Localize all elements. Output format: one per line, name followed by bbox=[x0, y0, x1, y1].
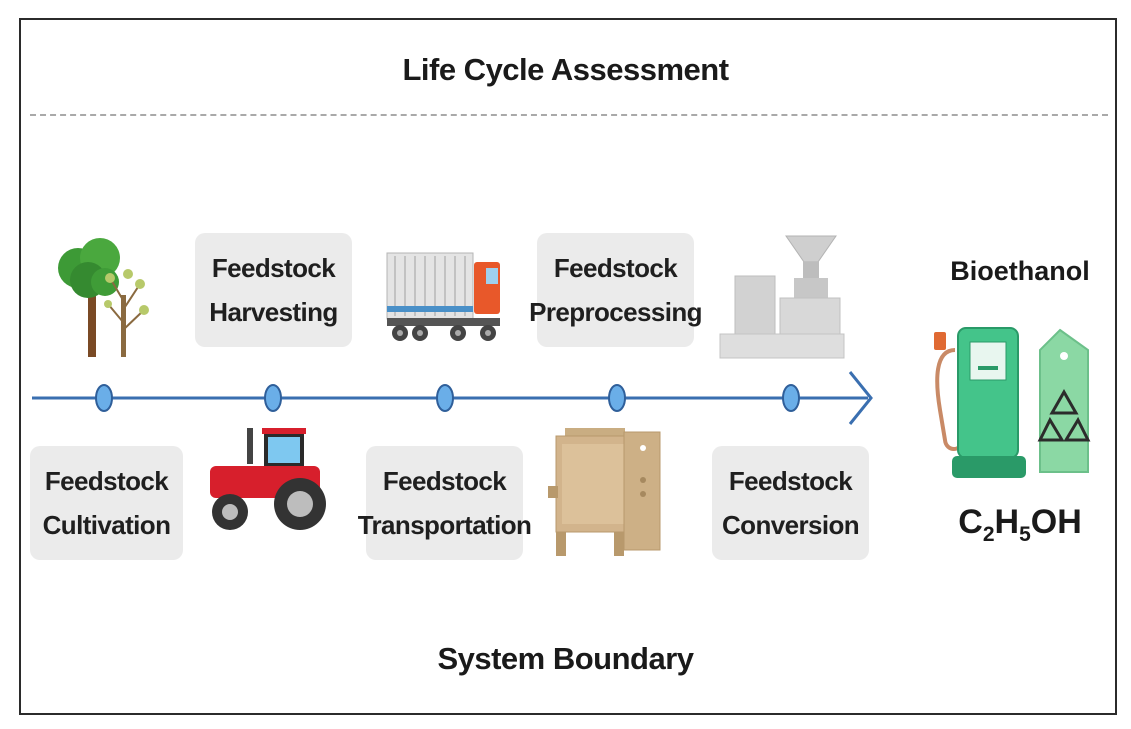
tree-icon bbox=[58, 238, 149, 357]
timeline bbox=[32, 371, 873, 425]
stage-feedstock-cultivation: Feedstock Cultivation bbox=[30, 446, 183, 560]
stage-label: Feedstock bbox=[211, 253, 336, 283]
stage-label: Feedstock bbox=[728, 466, 853, 496]
stage-label: Feedstock bbox=[553, 253, 678, 283]
stage-feedstock-preprocessing: Feedstock Preprocessing bbox=[529, 233, 703, 347]
tractor-icon bbox=[210, 428, 326, 530]
fuel-pump-icon bbox=[934, 327, 1026, 478]
stage-label: Transportation bbox=[357, 510, 532, 540]
stage-label: Harvesting bbox=[209, 297, 338, 327]
product-name: Bioethanol bbox=[950, 256, 1090, 286]
diagram-frame bbox=[19, 18, 1117, 715]
stage-label: Conversion bbox=[721, 510, 860, 540]
recycle-tag-icon bbox=[1037, 328, 1091, 473]
timeline-node bbox=[608, 384, 626, 412]
stage-feedstock-harvesting: Feedstock Harvesting bbox=[195, 233, 352, 347]
stage-label: Preprocessing bbox=[529, 297, 702, 327]
stage-feedstock-conversion: Feedstock Conversion bbox=[712, 446, 869, 560]
system-boundary-label: System Boundary bbox=[437, 641, 694, 676]
stage-label: Feedstock bbox=[382, 466, 507, 496]
stage-feedstock-transportation: Feedstock Transportation bbox=[358, 446, 532, 560]
stage-label: Feedstock bbox=[44, 466, 169, 496]
title-divider bbox=[30, 114, 1108, 116]
timeline-node bbox=[782, 384, 800, 412]
mixer-machine-icon bbox=[548, 428, 661, 556]
timeline-node bbox=[95, 384, 113, 412]
diagram-title: Life Cycle Assessment bbox=[402, 52, 729, 87]
stage-label: Cultivation bbox=[42, 510, 171, 540]
timeline-node bbox=[264, 384, 282, 412]
product-formula: C2H5OH bbox=[958, 503, 1082, 546]
truck-icon bbox=[386, 252, 500, 341]
grinder-machine-icon bbox=[719, 235, 845, 359]
timeline-node bbox=[436, 384, 454, 412]
